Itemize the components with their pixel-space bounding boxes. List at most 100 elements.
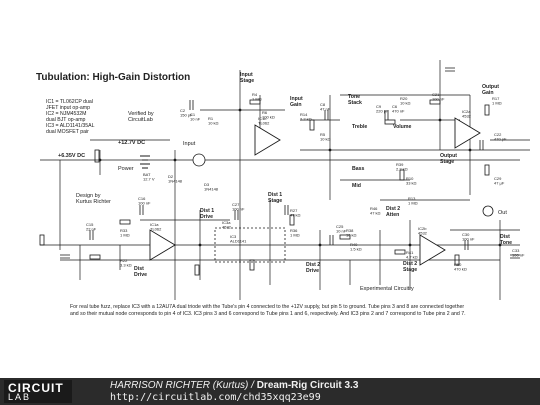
logo-top-text: CIRCUIT — [8, 381, 64, 395]
out-label: Out — [498, 210, 507, 216]
author-name[interactable]: HARRISON RICHTER (Kurtus) — [110, 380, 249, 391]
note-line: IC2 = NJM4532M — [46, 111, 87, 117]
component-value: TL062 — [258, 121, 270, 126]
svg-text:Stack: Stack — [348, 100, 362, 106]
wires — [40, 60, 530, 300]
component-ref: D2 — [168, 174, 174, 179]
component-ref: R22 — [120, 258, 128, 263]
component-ref: C9 — [376, 104, 382, 109]
component-value: 10 kΩ — [208, 121, 219, 126]
op-amps — [149, 117, 481, 266]
component-value: 100 kΩ — [262, 115, 275, 120]
component-value: 2.2 kΩ — [300, 117, 312, 122]
experimental-label: Experimental Circuitry — [360, 286, 414, 292]
svg-text:Tone: Tone — [500, 240, 512, 246]
junctions — [98, 108, 502, 247]
svg-text:Dist: Dist — [500, 234, 510, 240]
power-label: Power — [118, 166, 134, 172]
svg-text:Dist 1: Dist 1 — [268, 192, 282, 198]
component-ref: R41 — [406, 250, 414, 255]
component-ref: R27 — [290, 208, 298, 213]
component-value: 100 nF — [232, 207, 245, 212]
rail-label: +6.35V DC — [58, 153, 85, 159]
component-value: 22 nF — [86, 227, 97, 232]
component-ref: R39 — [396, 162, 404, 167]
component-ref: R36 — [290, 228, 298, 233]
component-value: 100 nF — [432, 97, 445, 102]
component-ref: R14 — [300, 112, 308, 117]
input-source-icon — [192, 153, 206, 167]
component-value: 47 nF — [320, 107, 331, 112]
component-ref: R20 — [400, 96, 408, 101]
component-value: 1.5 kΩ — [350, 247, 362, 252]
component-value: 47 kΩ — [370, 211, 381, 216]
note-line: JFET input op-amp — [46, 105, 90, 111]
component-ref: R10 — [406, 176, 414, 181]
circuitlab-logo[interactable]: CIRCUIT LAB — [4, 380, 72, 403]
circuit-url[interactable]: http://circuitlab.com/chd35xqq23e99 — [110, 392, 321, 403]
component-ref: C22 — [494, 132, 502, 137]
component-value: 1 MΩ — [252, 97, 262, 102]
component-value: 10 kΩ — [346, 233, 357, 238]
component-value: 1 MΩ — [290, 233, 300, 238]
svg-text:Gain: Gain — [482, 90, 494, 96]
component-ref: R13 — [408, 196, 416, 201]
svg-text:Treble: Treble — [352, 124, 367, 130]
logo-bottom-text: LAB — [8, 392, 32, 402]
svg-text:Atten: Atten — [386, 212, 399, 218]
verified-label: Verified by CircuitLab — [128, 111, 154, 123]
component-ref: R33 — [120, 228, 128, 233]
svg-text:Dist 2: Dist 2 — [306, 262, 320, 268]
component-value: 47 µF — [494, 181, 505, 186]
capacitors — [60, 67, 520, 259]
component-ref: R38 — [346, 228, 354, 233]
component-ref: C29 — [494, 176, 502, 181]
component-ref: C8 — [320, 102, 326, 107]
component-ref: R6 — [262, 110, 268, 115]
circuit-name[interactable]: Dream-Rig Circuit 3.3 — [256, 380, 359, 391]
battery-icon — [140, 155, 150, 169]
component-value: 33 kΩ — [406, 181, 417, 186]
component-value: 12.7 V — [143, 177, 155, 182]
component-ref: C2 — [180, 108, 186, 113]
svg-text:Output: Output — [482, 84, 499, 90]
component-value: 10 kΩ — [320, 137, 331, 142]
footer-title: HARRISON RICHTER (Kurtus) / Dream-Rig Ci… — [110, 380, 358, 391]
svg-text:Volume: Volume — [393, 124, 411, 130]
component-ref: C30 — [462, 232, 470, 237]
schematic-diagram: Tubulation: High-Gain Distortion IC1 = T… — [36, 60, 530, 317]
component-ref: IC3 — [230, 234, 237, 239]
input-label: Input — [183, 141, 196, 147]
component-value: 4532 — [222, 225, 232, 230]
component-value: 10 kΩ — [400, 101, 411, 106]
svg-text:Stage: Stage — [268, 198, 282, 204]
component-ref: IC1a — [150, 222, 159, 227]
note-line: dual BJT op-amp — [46, 117, 86, 123]
component-value: 470 pF — [494, 137, 507, 142]
component-value: 2.2 kΩ — [396, 167, 408, 172]
svg-text:Stage: Stage — [440, 159, 454, 165]
component-value: 4532 — [418, 231, 428, 236]
component-value: 1N4148 — [204, 187, 219, 192]
component-ref: C21 — [432, 92, 440, 97]
component-ref: C25 — [336, 224, 344, 229]
component-value: 10 nF — [336, 229, 347, 234]
component-value: 4.7 kΩ — [406, 255, 418, 260]
component-value: 100 nF — [138, 201, 151, 206]
component-ref: C27 — [232, 202, 240, 207]
misc-labels: Experimental Circuitry Input Out Power +… — [58, 140, 507, 292]
svg-text:Drive: Drive — [200, 214, 213, 220]
component-ref: R40 — [350, 242, 358, 247]
footer-bar: CIRCUIT LAB HARRISON RICHTER (Kurtus) / … — [0, 378, 540, 405]
svg-text:Drive: Drive — [134, 272, 147, 278]
svg-text:Input: Input — [240, 72, 253, 78]
component-value: 47 kΩ — [290, 213, 301, 218]
resistors — [39, 99, 490, 276]
component-ref: R5 — [320, 132, 326, 137]
component-value: 220 pF — [376, 109, 389, 114]
svg-text:Dist 2: Dist 2 — [386, 206, 400, 212]
note-line: IC1 = TL062CP dual — [46, 99, 93, 105]
component-ref: C1 — [190, 112, 196, 117]
component-value: 10 nF — [190, 117, 201, 122]
